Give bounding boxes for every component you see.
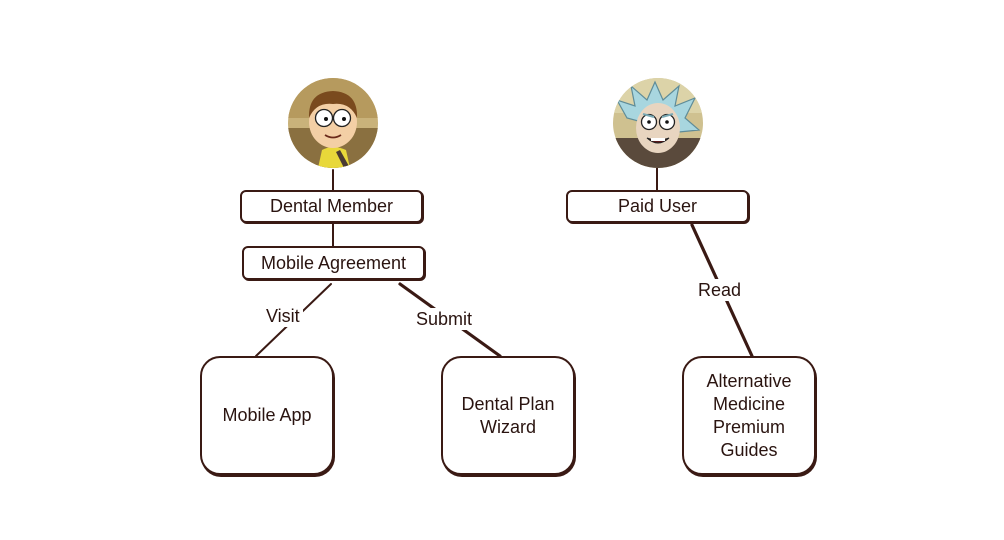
- edge-label-submit: Submit: [413, 308, 476, 330]
- mobile-app-card: Mobile App: [200, 356, 334, 475]
- alt-medicine-label-line-2: Medicine: [712, 393, 786, 414]
- edge-label-read: Read: [695, 279, 745, 301]
- dental-member-label: Dental Member: [269, 196, 394, 216]
- dental-plan-wizard-card: Dental Plan Wizard: [441, 356, 575, 475]
- paid-user-box: Paid User: [566, 190, 749, 223]
- rick-avatar-icon: [613, 78, 703, 168]
- mobile-agreement-box: Mobile Agreement: [242, 246, 425, 280]
- mobile-agreement-label: Mobile Agreement: [260, 252, 407, 273]
- alt-medicine-label-line-1: Alternative: [706, 370, 792, 391]
- paid-user-label: Paid User: [617, 196, 698, 216]
- dental-plan-wizard-label-line-1: Dental Plan: [461, 393, 555, 414]
- mobile-app-label: Mobile App: [222, 405, 312, 425]
- alternative-medicine-premium-guides-card: Alternative Medicine Premium Guides: [682, 356, 816, 475]
- alt-medicine-label-line-4: Guides: [720, 439, 778, 460]
- edge-label-visit: Visit: [263, 305, 303, 327]
- dental-member-box: Dental Member: [240, 190, 423, 223]
- morty-avatar-icon: [288, 78, 378, 168]
- alt-medicine-label-line-3: Premium: [712, 416, 785, 437]
- dental-plan-wizard-label-line-2: Wizard: [479, 416, 536, 437]
